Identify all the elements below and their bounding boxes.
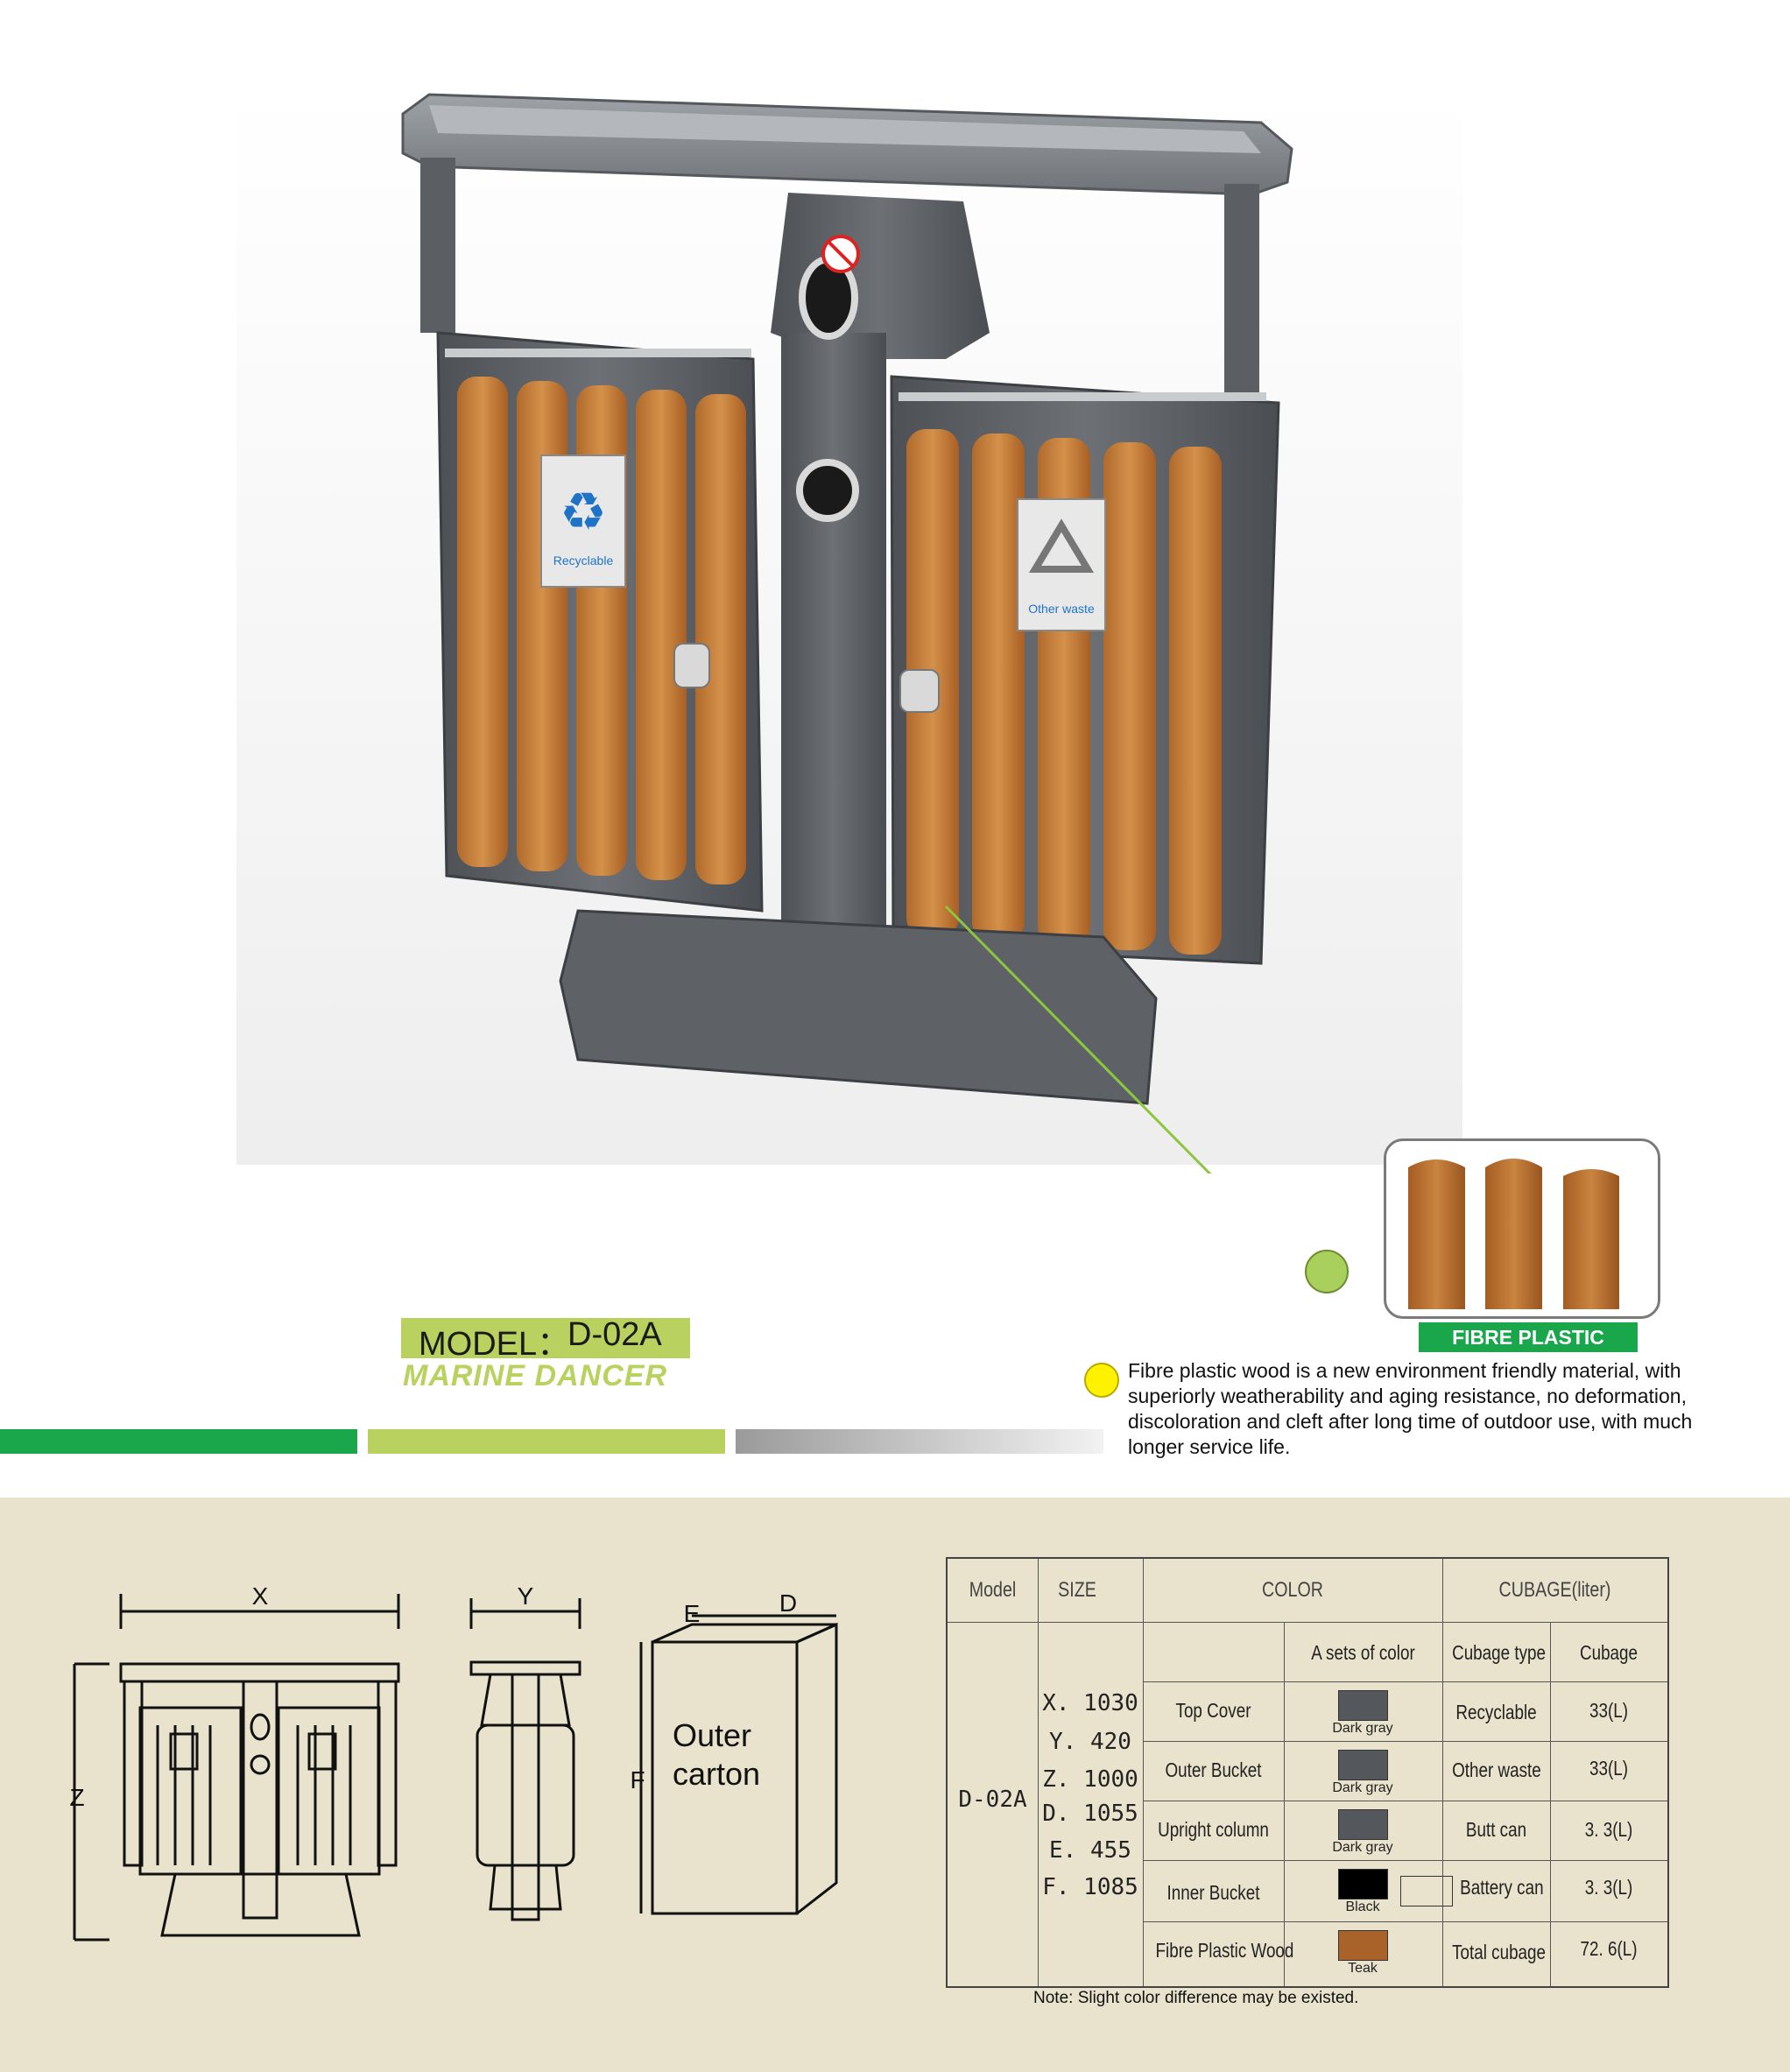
cubage-type: Recyclable bbox=[1455, 1701, 1537, 1723]
cubage-type: Battery can bbox=[1460, 1876, 1544, 1899]
part-name: Outer Bucket bbox=[1165, 1758, 1262, 1781]
cubage-type: Butt can bbox=[1465, 1818, 1527, 1841]
material-description: Fibre plastic wood is a new environment … bbox=[1128, 1359, 1693, 1458]
divider-bar-lime bbox=[368, 1429, 725, 1454]
dim-z-label: Z bbox=[69, 1784, 84, 1811]
part-name: Inner Bucket bbox=[1166, 1881, 1260, 1904]
dim-e-label: E bbox=[684, 1600, 701, 1627]
size-d: D. 1055 bbox=[1042, 1801, 1138, 1827]
header-model: Model bbox=[969, 1578, 1017, 1602]
recyclable-sign-label: Recyclable bbox=[553, 553, 614, 567]
dim-y-label: Y bbox=[518, 1582, 534, 1610]
dimension-drawings: X Z Y E D F bbox=[69, 1582, 838, 1942]
callout-dot bbox=[1305, 1250, 1349, 1293]
color-swatch bbox=[1338, 1750, 1388, 1780]
part-name: Top Cover bbox=[1175, 1699, 1251, 1722]
size-y: Y. 420 bbox=[1049, 1729, 1131, 1755]
color-name: Black bbox=[1345, 1899, 1380, 1914]
spec-table: Model SIZE COLOR CUBAGE(liter) A sets of… bbox=[946, 1557, 1669, 1988]
header-size: SIZE bbox=[1058, 1578, 1096, 1602]
header-color: COLOR bbox=[1261, 1578, 1323, 1602]
model-value: D-02A bbox=[567, 1316, 662, 1353]
empty-swatch-box bbox=[1400, 1876, 1453, 1906]
other-waste-sign-label: Other waste bbox=[1028, 602, 1095, 616]
color-name: Dark gray bbox=[1332, 1780, 1393, 1795]
cubage-value: 72. 6(L) bbox=[1580, 1937, 1638, 1960]
table-note: Note: Slight color difference may be exi… bbox=[1033, 1989, 1359, 2007]
svg-text:♻: ♻ bbox=[560, 482, 607, 543]
cubage-value: 3. 3(L) bbox=[1584, 1818, 1633, 1841]
wood-caption: FIBRE PLASTIC WOOD bbox=[1419, 1322, 1638, 1378]
product-illustration: ♻ Recyclable Other waste bbox=[236, 88, 1462, 1173]
color-name: Dark gray bbox=[1332, 1840, 1393, 1855]
color-name: Dark gray bbox=[1332, 1721, 1393, 1736]
dim-d-label: D bbox=[779, 1589, 797, 1617]
size-z: Z. 1000 bbox=[1042, 1766, 1138, 1793]
color-swatch bbox=[1338, 1930, 1388, 1961]
cubage-type: Total cubage bbox=[1452, 1941, 1547, 1963]
cubage-value: 33(L) bbox=[1589, 1757, 1629, 1780]
part-name: Upright column bbox=[1158, 1818, 1269, 1841]
header-cubage-type: Cubage type bbox=[1452, 1641, 1547, 1664]
size-f: F. 1085 bbox=[1042, 1874, 1138, 1900]
series-name: MARINE DANCER bbox=[403, 1359, 667, 1392]
cubage-value: 33(L) bbox=[1589, 1699, 1629, 1722]
dim-x-label: X bbox=[252, 1582, 269, 1610]
color-name: Teak bbox=[1348, 1961, 1378, 1976]
model-cell: D-02A bbox=[958, 1787, 1027, 1813]
size-x: X. 1030 bbox=[1042, 1690, 1138, 1716]
color-swatch bbox=[1338, 1869, 1388, 1899]
wood-sample-icon bbox=[1408, 1159, 1619, 1309]
header-cubage: CUBAGE(liter) bbox=[1498, 1578, 1611, 1602]
model-label-background bbox=[401, 1318, 690, 1358]
color-swatch bbox=[1338, 1809, 1388, 1840]
header-cubage-value: Cubage bbox=[1579, 1641, 1638, 1664]
size-e: E. 455 bbox=[1049, 1837, 1131, 1864]
dim-f-label: F bbox=[630, 1766, 645, 1794]
divider-bar-green bbox=[0, 1429, 357, 1454]
info-bullet-icon bbox=[1084, 1363, 1119, 1398]
model-label: MODEL： bbox=[419, 1326, 571, 1363]
outer-carton-label: Outer carton bbox=[673, 1717, 761, 1792]
wood-sample-frame bbox=[1384, 1138, 1660, 1319]
cubage-type: Other waste bbox=[1452, 1758, 1541, 1781]
cubage-value: 3. 3(L) bbox=[1584, 1876, 1633, 1899]
divider-bar-gray bbox=[736, 1429, 1103, 1454]
part-name: Fibre Plastic Wood bbox=[1155, 1939, 1294, 1962]
color-swatch bbox=[1338, 1690, 1388, 1721]
header-sets-of-color: A sets of color bbox=[1311, 1641, 1415, 1664]
